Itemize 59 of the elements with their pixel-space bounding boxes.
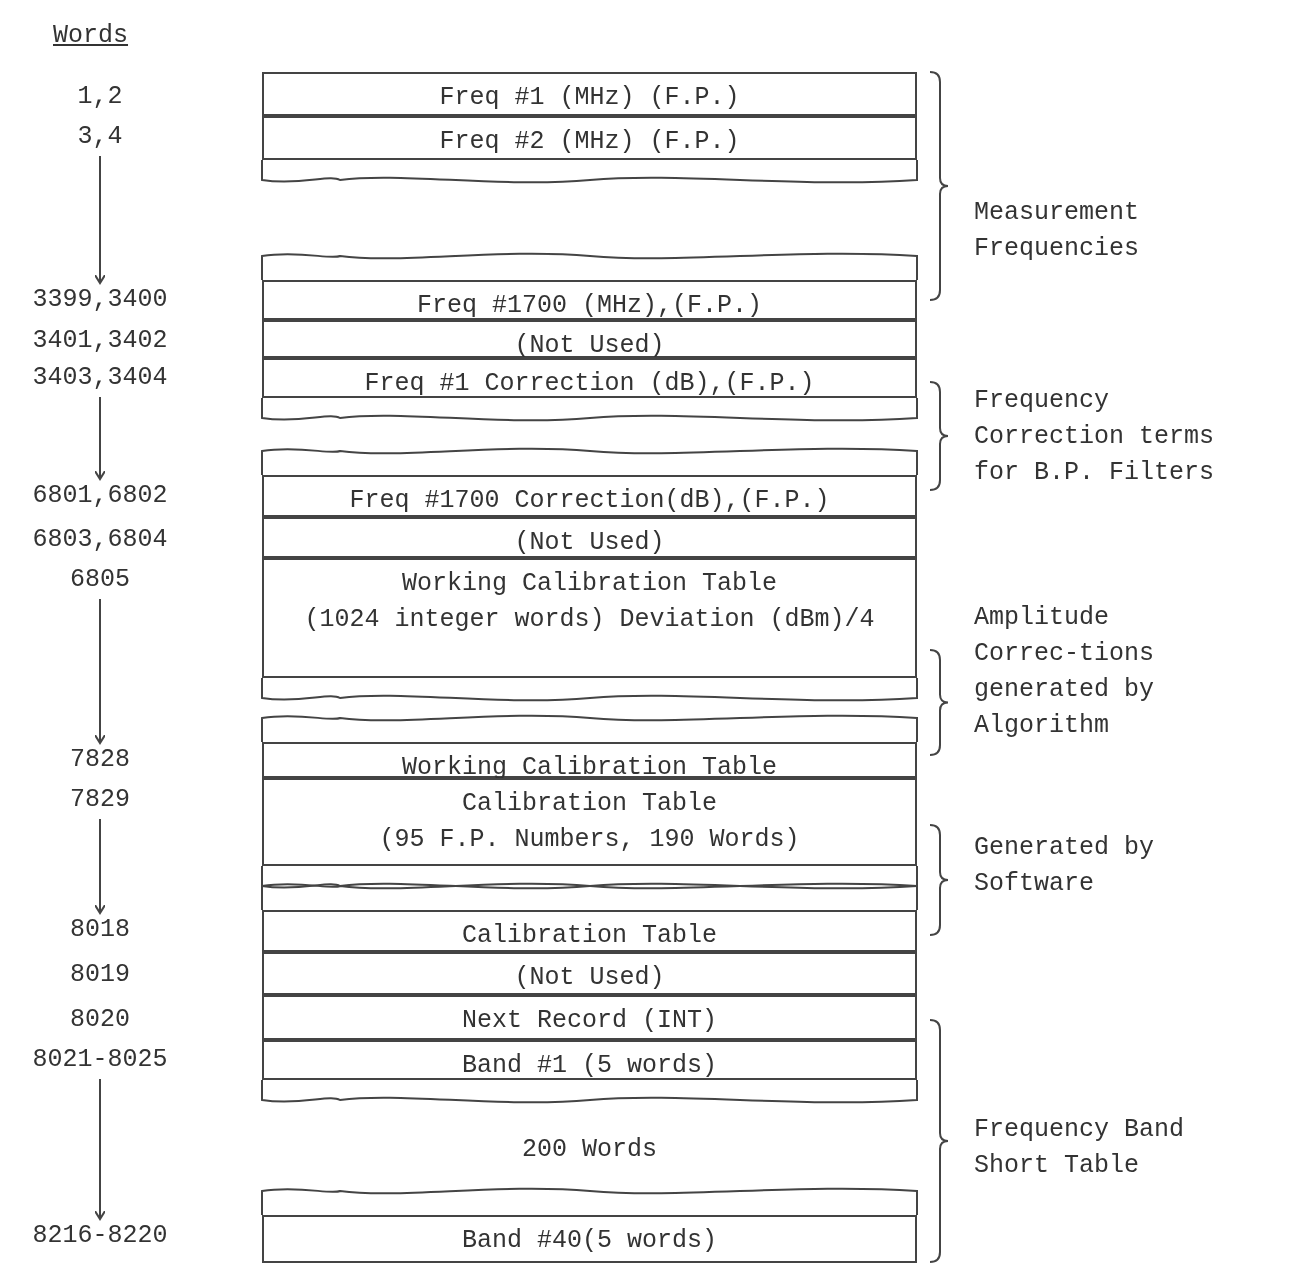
row-text: Freq #1700 (MHz),(F.P.) <box>416 290 763 322</box>
row-text: Freq #1700 Correction(dB),(F.P.) <box>349 485 830 517</box>
column-heading: Words <box>53 20 128 52</box>
memory-row <box>262 475 917 517</box>
memory-row <box>262 742 917 778</box>
word-number: 7829 <box>0 785 200 815</box>
row-text: Freq #2 (MHz) (F.P.) <box>439 126 740 158</box>
bracket-note: Measurement Frequencies <box>974 197 1141 265</box>
row-text: Next Record (INT) <box>461 1005 717 1037</box>
word-number: 6805 <box>0 565 200 595</box>
bracket-note: Frequency Band Short Table <box>974 1114 1186 1182</box>
row-text: Calibration Table <box>461 920 717 952</box>
memory-row <box>262 1215 917 1263</box>
row-text: Working Calibration Table <box>401 752 778 784</box>
memory-row <box>262 1040 917 1080</box>
word-number: 6801,6802 <box>0 481 200 511</box>
word-number: 8020 <box>69 1005 131 1035</box>
memory-row <box>262 558 917 678</box>
memory-row <box>262 995 917 1040</box>
arrow <box>94 396 106 480</box>
memory-row <box>262 320 917 358</box>
row-text: (1024 integer words) Deviation (dBm)/4 <box>304 604 875 636</box>
memory-row <box>262 952 917 995</box>
row-text: Working Calibration Table <box>401 568 778 600</box>
word-number: 3,4 <box>0 122 200 152</box>
memory-row <box>262 116 917 160</box>
word-number: 8216-8220 <box>0 1221 200 1251</box>
word-number: 3399,3400 <box>0 285 200 315</box>
memory-row <box>262 778 917 866</box>
word-number: 8019 <box>69 960 131 990</box>
row-text: Band #1 (5 words) <box>461 1050 717 1082</box>
row-text: Freq #1 (MHz) (F.P.) <box>439 82 740 114</box>
memory-row <box>262 280 917 320</box>
bracket-note: Generated by Software <box>974 832 1156 900</box>
bracket-note: Amplitude Correc-tions generated by Algorithm <box>974 602 1156 742</box>
bracket-note: Frequency Correction terms for B.P. Filters <box>974 385 1216 489</box>
row-text: Freq #1 Correction (dB),(F.P.) <box>364 368 815 400</box>
memory-row <box>262 910 917 952</box>
word-number: 8021-8025 <box>0 1045 200 1075</box>
word-number: 3403,3404 <box>0 363 200 393</box>
row-text: Band #40(5 words) <box>461 1225 717 1257</box>
word-number: 7828 <box>0 745 200 775</box>
arrow <box>94 1078 106 1220</box>
row-text: (95 F.P. Numbers, 190 Words) <box>379 824 800 856</box>
row-text: (Not Used) <box>514 527 665 559</box>
arrow <box>94 818 106 914</box>
arrow <box>94 155 106 284</box>
word-number: 8018 <box>0 915 200 945</box>
word-number: 6803,6804 <box>31 525 169 555</box>
word-number: 3401,3402 <box>31 326 169 356</box>
arrow <box>94 598 106 744</box>
row-text: (Not Used) <box>514 962 665 994</box>
word-number: 1,2 <box>76 82 124 112</box>
gap-note: 200 Words <box>521 1134 658 1166</box>
memory-row <box>262 358 917 398</box>
row-text: (Not Used) <box>514 330 665 362</box>
memory-row <box>262 72 917 116</box>
memory-row <box>262 517 917 558</box>
row-text: Calibration Table <box>461 788 717 820</box>
